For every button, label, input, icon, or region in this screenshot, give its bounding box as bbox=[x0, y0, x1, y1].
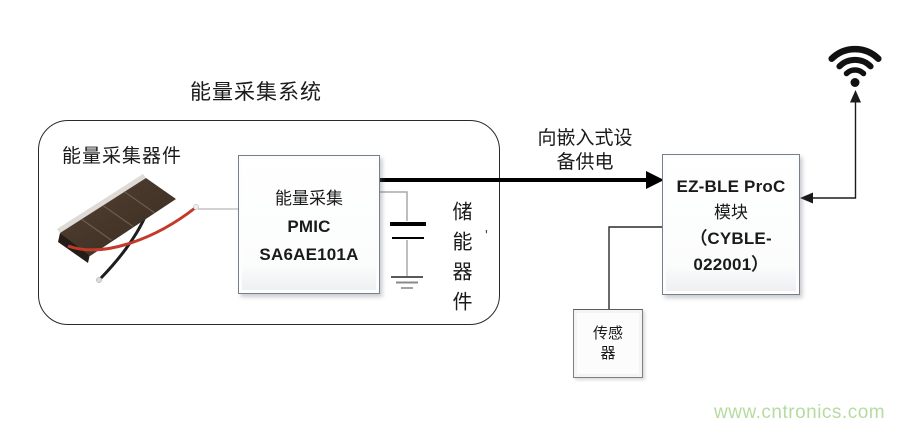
power-arrow-label-line-1: 向嵌入式设 bbox=[537, 128, 633, 149]
ble-line-2: 模块 bbox=[714, 203, 748, 222]
harvester-label: 能量采集器件 bbox=[62, 146, 183, 167]
ble-line-4: 022001） bbox=[693, 255, 769, 274]
watermark: www.cntronics.com bbox=[714, 402, 886, 423]
wifi-icon bbox=[828, 45, 882, 87]
sensor-line-2: 器 bbox=[600, 344, 616, 362]
sensor-box: 传感 器 bbox=[573, 309, 643, 378]
pmic-box: 能量采集 PMIC SA6AE101A bbox=[238, 155, 380, 294]
ble-to-antenna-connector bbox=[800, 90, 861, 204]
power-arrow-label: 向嵌入式设 备供电 bbox=[518, 127, 652, 175]
stray-tick-mark: ' bbox=[485, 227, 488, 244]
pmic-line-3: SA6AE101A bbox=[259, 245, 359, 264]
arrowhead-left bbox=[800, 192, 813, 204]
ble-module-box: EZ-BLE ProC 模块 （CYBLE- 022001） bbox=[662, 154, 800, 295]
ble-line-3: （CYBLE- bbox=[690, 229, 772, 248]
pmic-line-1: 能量采集 bbox=[275, 189, 343, 208]
storage-label: 储能器件 bbox=[449, 201, 471, 321]
sensor-line-1: 传感 bbox=[592, 324, 623, 342]
pmic-line-2: PMIC bbox=[287, 217, 331, 236]
harvesting-system-container bbox=[38, 120, 500, 325]
ble-to-sensor-connector bbox=[608, 226, 662, 309]
power-arrow-label-line-2: 备供电 bbox=[556, 152, 614, 173]
diagram-title: 能量采集系统 bbox=[190, 81, 322, 104]
ble-line-1: EZ-BLE ProC bbox=[676, 177, 786, 196]
arrowhead-up bbox=[850, 90, 861, 103]
